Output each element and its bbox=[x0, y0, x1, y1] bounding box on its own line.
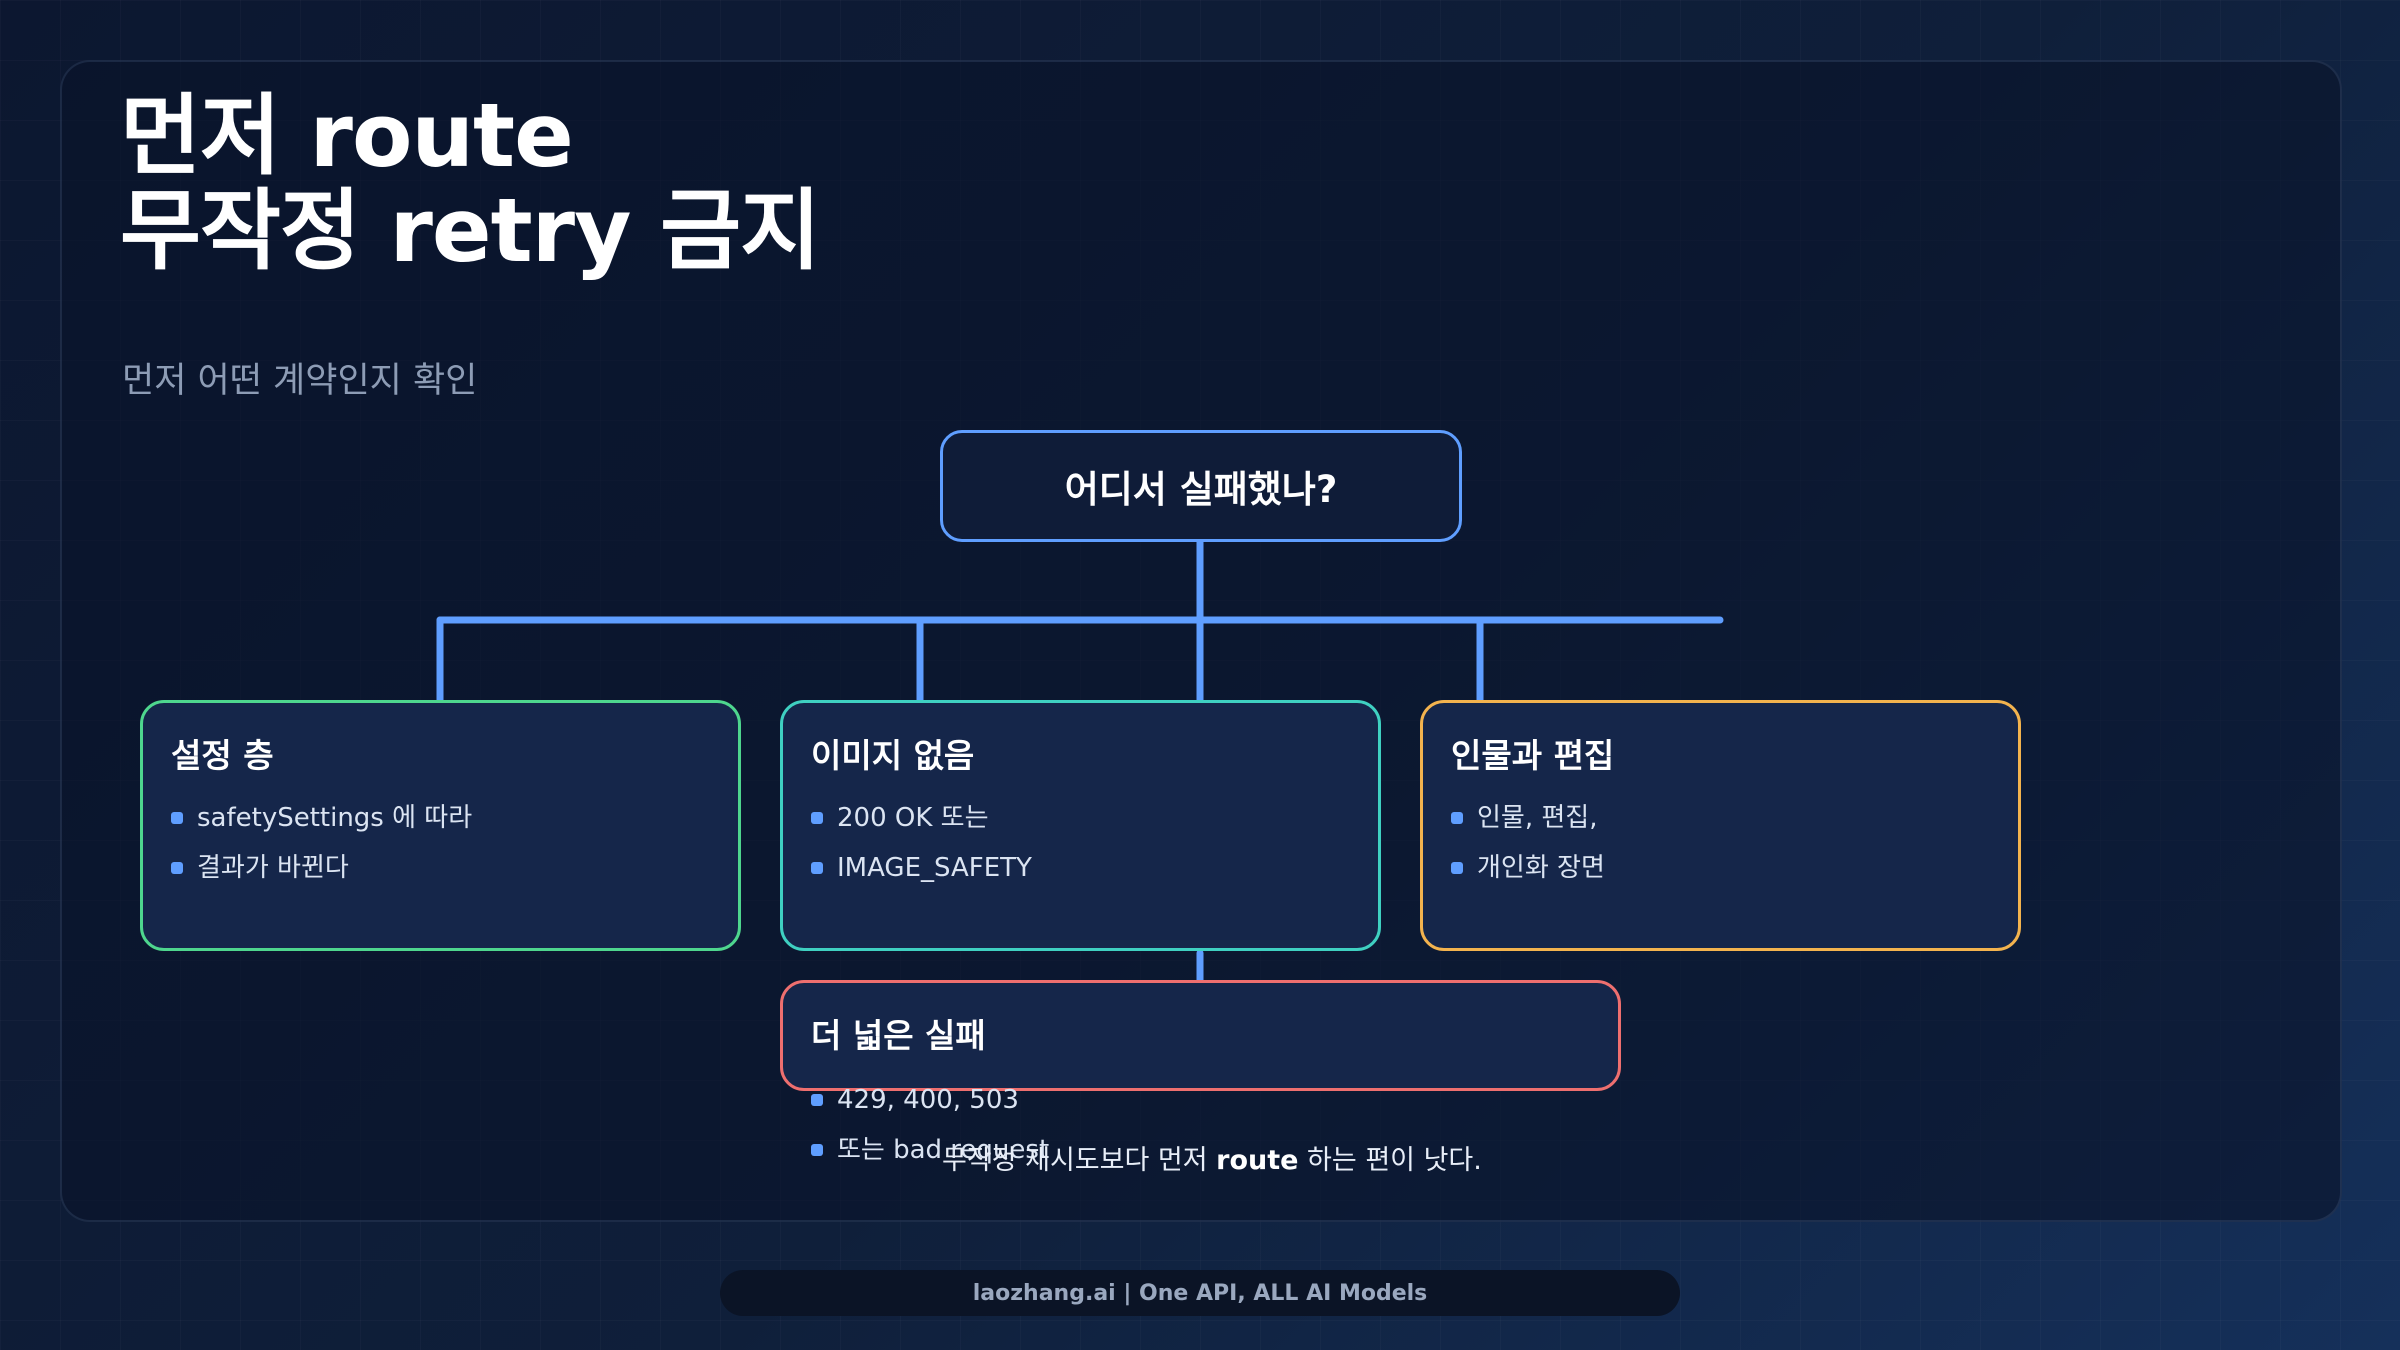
bullet-item: 인물, 편집, bbox=[1451, 801, 2018, 851]
bullet-list: 200 OK 또는 IMAGE_SAFETY bbox=[811, 801, 1378, 901]
bullet-list: 429, 400, 503 또는 bad request bbox=[811, 1083, 1618, 1183]
bullet-item: 200 OK 또는 bbox=[811, 801, 1378, 851]
note-emphasis: route bbox=[1216, 1145, 1299, 1176]
bullet-item: safetySettings 에 따라 bbox=[171, 801, 738, 851]
bullet-item: 결과가 바뀐다 bbox=[171, 851, 738, 901]
card-title: 설정 층 bbox=[171, 736, 274, 775]
branch-card-settings: 설정 층 safetySettings 에 따라 결과가 바뀐다 bbox=[140, 700, 741, 951]
note-suffix: 하는 편이 낫다. bbox=[1298, 1145, 1482, 1176]
root-node: 어디서 실패했나? bbox=[940, 430, 1462, 542]
subtitle: 먼저 어떤 계약인지 확인 bbox=[122, 361, 478, 401]
title-line-1: 먼저 route bbox=[120, 84, 574, 187]
branch-card-people-edit: 인물과 편집 인물, 편집, 개인화 장면 bbox=[1420, 700, 2021, 951]
bullet-item: IMAGE_SAFETY bbox=[811, 851, 1378, 901]
title-line-2: 무작정 retry 금지 bbox=[120, 179, 821, 282]
bullet-item: 개인화 장면 bbox=[1451, 851, 2018, 901]
note-prefix: 무작정 재시도보다 먼저 bbox=[942, 1145, 1217, 1176]
card-title: 더 넓은 실패 bbox=[811, 1016, 986, 1055]
page-title: 먼저 route 무작정 retry 금지 bbox=[120, 84, 821, 282]
bullet-list: 인물, 편집, 개인화 장면 bbox=[1451, 801, 2018, 901]
bullet-list: safetySettings 에 따라 결과가 바뀐다 bbox=[171, 801, 738, 901]
bottom-note: 무작정 재시도보다 먼저 route 하는 편이 낫다. bbox=[942, 1138, 1482, 1177]
root-node-label: 어디서 실패했나? bbox=[1064, 468, 1338, 511]
footer-bar: laozhang.ai | One API, ALL AI Models bbox=[720, 1270, 1680, 1316]
card-title: 이미지 없음 bbox=[811, 736, 975, 775]
branch-card-no-image: 이미지 없음 200 OK 또는 IMAGE_SAFETY bbox=[780, 700, 1381, 951]
bullet-item: 429, 400, 503 bbox=[811, 1083, 1618, 1133]
card-title: 인물과 편집 bbox=[1451, 736, 1615, 775]
branch-card-broad-failure: 더 넓은 실패 429, 400, 503 또는 bad request bbox=[780, 980, 1621, 1165]
bullet-item: 또는 bad request bbox=[811, 1133, 1618, 1183]
footer-text: laozhang.ai | One API, ALL AI Models bbox=[972, 1280, 1428, 1306]
